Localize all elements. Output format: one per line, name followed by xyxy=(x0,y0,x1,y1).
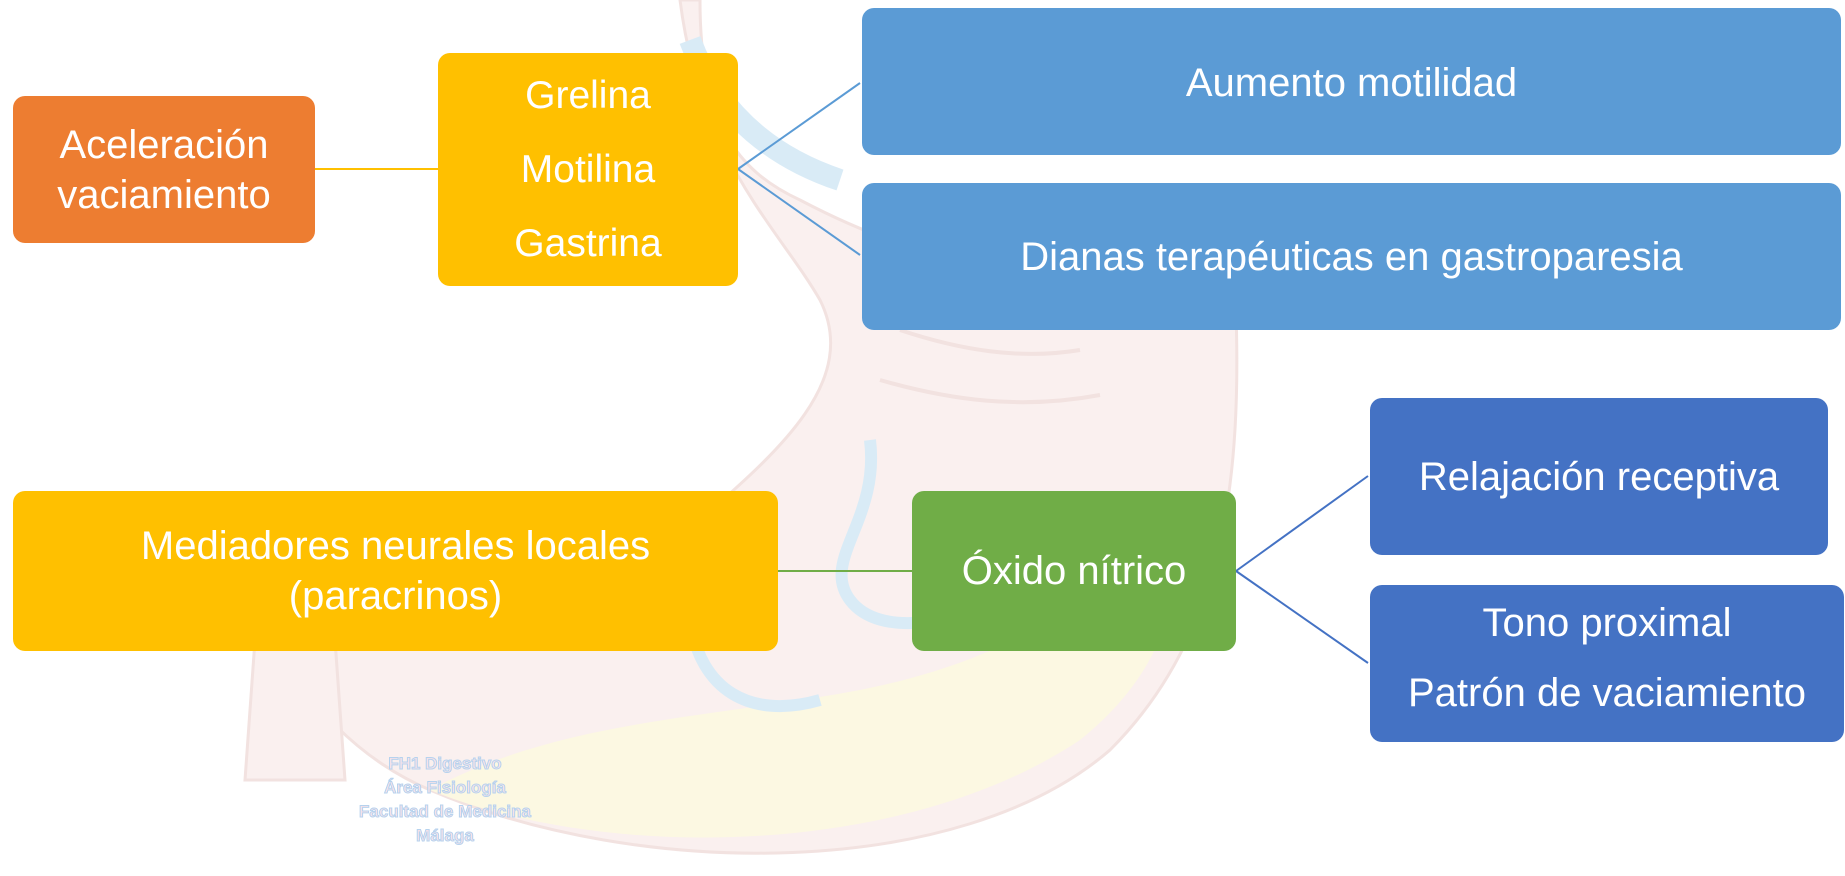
tono-patron-box: Tono proximal Patrón de vaciamiento xyxy=(1370,585,1844,742)
dianas-terapeuticas-box: Dianas terapéuticas en gastroparesia xyxy=(862,183,1841,330)
dianas-terapeuticas-label: Dianas terapéuticas en gastroparesia xyxy=(1020,234,1683,279)
oxido-nitrico-label: Óxido nítrico xyxy=(961,549,1187,593)
mediadores-neurales-box: Mediadores neurales locales (paracrinos) xyxy=(13,491,778,651)
aumento-motilidad-box: Aumento motilidad xyxy=(862,8,1841,155)
hormone-grelina: Grelina xyxy=(525,73,651,117)
connector-hormones-to-dianas xyxy=(737,168,861,256)
mediadores-line-2: (paracrinos) xyxy=(288,574,503,618)
watermark-line-3: Facultad de Medicina xyxy=(359,802,532,822)
hormone-gastrina: Gastrina xyxy=(514,221,662,265)
patron-vaciamiento-label: Patrón de vaciamiento xyxy=(1407,670,1806,715)
aceleracion-line-2: vaciamiento xyxy=(57,172,271,217)
hormones-box: Grelina Motilina Gastrina xyxy=(438,53,738,286)
relajacion-receptiva-label: Relajación receptiva xyxy=(1418,454,1780,499)
connector-oxido-to-relajacion xyxy=(1235,475,1369,572)
connector-hormones-to-motilidad xyxy=(737,82,861,170)
aceleracion-vaciamiento-box: Aceleración vaciamiento xyxy=(13,96,315,243)
tono-proximal-label: Tono proximal xyxy=(1482,600,1732,645)
relajacion-receptiva-box: Relajación receptiva xyxy=(1370,398,1828,555)
watermark-line-1: FH1 Digestivo xyxy=(388,754,502,774)
watermark: FH1 Digestivo Área Fisiología Facultad d… xyxy=(330,752,560,848)
mediadores-line-1: Mediadores neurales locales xyxy=(140,524,651,568)
watermark-line-2: Área Fisiología xyxy=(384,778,507,798)
connector-oxido-to-tono xyxy=(1235,570,1369,664)
watermark-line-4: Málaga xyxy=(416,826,475,846)
oxido-nitrico-box: Óxido nítrico xyxy=(912,491,1236,651)
aumento-motilidad-label: Aumento motilidad xyxy=(1185,61,1518,105)
hormone-motilina: Motilina xyxy=(520,147,656,191)
aceleracion-line-1: Aceleración xyxy=(59,122,269,167)
